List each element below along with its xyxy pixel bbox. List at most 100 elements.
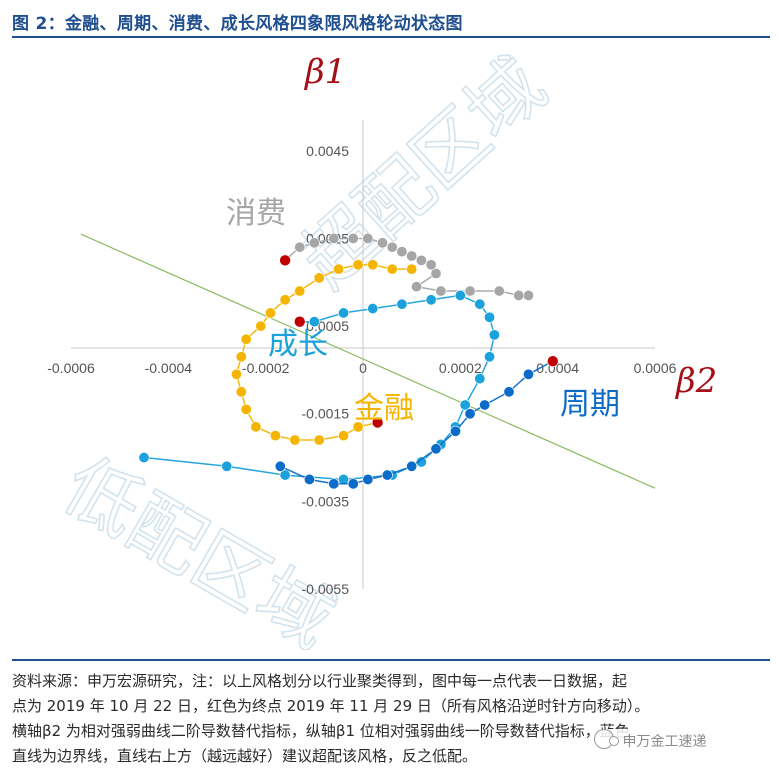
周期-data-point [362,473,374,485]
金融-end-point [371,416,384,429]
金融-data-point [230,368,242,380]
成长-data-point [396,298,408,310]
周期-data-point [464,408,476,420]
消费-data-point [513,289,525,301]
金融-data-point [294,285,306,297]
x-axis-symbol: β2 [674,361,717,401]
金融-data-point [265,307,277,319]
金融-data-point [333,263,345,275]
成长-end-point [293,315,306,328]
周期-data-point [503,386,515,398]
wechat-watermark: 申万金工速递 [594,729,744,753]
消费-data-point [294,241,306,253]
金融-data-point [240,333,252,345]
周期-data-point [347,478,359,490]
消费-data-point [464,285,476,297]
金融-data-point [235,351,247,363]
figure-title-bar: 图 2：金融、周期、消费、成长风格四象限风格轮动状态图 [12,8,770,38]
周期-data-point [430,443,442,455]
成长-series-label: 成长 [268,327,328,362]
消费-data-point [411,281,423,293]
金融-data-point [338,430,350,442]
成长-data-point [484,311,496,323]
y-tick-label: -0.0035 [302,493,350,509]
成长-data-point [484,351,496,363]
金融-data-point [313,434,325,446]
金融-series-label: 金融 [354,391,414,426]
周期-data-point [274,460,286,472]
y-tick-label: 0.0045 [306,143,349,159]
金融-data-point [250,421,262,433]
y-tick-label: -0.0055 [302,581,350,597]
金融-data-point [240,403,252,415]
金融-data-point [367,259,379,271]
金融-data-point [255,320,267,332]
x-tick-label: -0.0006 [47,360,95,376]
消费-data-point [415,254,427,266]
boundary-line [80,233,656,489]
消费-data-point [328,232,340,244]
source-line-3: 横轴β2 为相对强弱曲线二阶导数替代指标，纵轴β1 位相对强弱曲线一阶导数替代指… [12,722,630,740]
source-line-2: 点为 2019 年 10 月 22 日，红色为终点 2019 年 11 月 29… [12,697,650,715]
y-tick-label: -0.0015 [302,406,350,422]
消费-data-point [435,285,447,297]
金融-data-point [352,421,364,433]
wechat-watermark-label: 申万金工速递 [622,734,707,750]
金融-data-point [352,259,364,271]
周期-data-point [328,478,340,490]
消费-data-point [376,237,388,249]
成长-data-point [279,469,291,481]
x-tick-label: -0.0002 [242,360,290,376]
消费-data-point [396,246,408,258]
成长-data-point [454,289,466,301]
消费-data-point [362,232,374,244]
周期-end-point [546,355,559,367]
x-tick-label: -0.0004 [145,360,193,376]
消费-data-point [430,268,442,280]
金融-data-point [279,294,291,306]
source-note: 资料来源：申万宏源研究，注：以上风格划分以行业聚类得到，图中每一点代表一日数据，… [12,659,770,781]
wechat-logo-icon [594,729,619,749]
消费-data-point [308,237,320,249]
page-title: 图 2：金融、周期、消费、成长风格四象限风格轮动状态图 [12,14,463,34]
成长-data-point [425,294,437,306]
消费-data-point [347,232,359,244]
y-axis-symbol: β1 [303,52,346,92]
周期-data-point [303,473,315,485]
成长-data-point [221,460,233,472]
消费-data-point [386,241,398,253]
金融-data-point [386,263,398,275]
周期-data-point [449,425,461,437]
成长-data-point [138,452,150,464]
成长-data-point [488,329,500,341]
周期-data-point [522,368,534,380]
金融-data-point [313,272,325,284]
x-tick-label: 0 [359,360,367,376]
消费-data-point [522,289,534,301]
消费-end-point [279,254,291,267]
周期-data-point [406,460,418,472]
成长-data-point [367,303,379,315]
周期-data-point [381,469,393,481]
成长-data-point [474,298,486,310]
消费-series-label: 消费 [226,196,286,231]
消费-data-point [406,250,418,262]
金融-data-point [289,434,301,446]
周期-data-point [479,399,491,411]
成长-data-point [459,399,471,411]
成长-data-point [338,307,350,319]
x-tick-label: 0.0002 [439,360,482,376]
成长-data-point [338,473,350,485]
成长-data-point [474,373,486,385]
周期-series-label: 周期 [560,387,620,422]
成长-data-point [415,456,427,468]
消费-data-point [493,285,505,297]
消费-data-point [425,259,437,271]
金融-data-point [406,263,418,275]
成长-data-point [308,316,320,328]
plot-background [28,78,678,648]
金融-data-point [235,386,247,398]
source-line-4: 直线为边界线，直线右上方（越远越好）建议超配该风格，反之低配。 [12,747,478,765]
金融-series-path [235,263,412,441]
